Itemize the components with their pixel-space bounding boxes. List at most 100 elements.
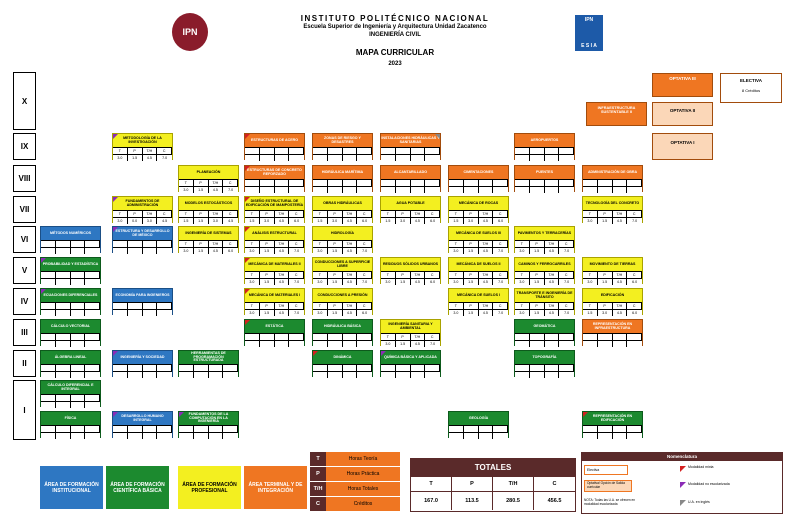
course-name: ANÁLISIS ESTRUCTURAL [252,230,297,235]
course-col-th: T/H [613,426,628,432]
course-col-p: P [128,303,143,309]
course-col-t: T [381,148,396,154]
course-col-c: C [289,303,304,309]
legend-desc: Horas Teoría [326,452,400,466]
course-hours-value: 0.0 [55,309,71,316]
totals-value-t: 167.0 [411,492,452,510]
electiva-label: ELECTIVA [740,78,762,83]
mixed-mode-icon [245,258,250,263]
course-col-p: P [396,180,411,186]
optativa-i-label: OPTATIVA I [670,140,695,145]
course-col-p: P [328,180,343,186]
optativa-ii[interactable]: OPTATIVA II [652,102,713,126]
course-hours-value: 3.0 [179,247,194,254]
area-terminal-label: ÁREA TERMINAL Y DE INTEGRACIÓN [248,481,303,494]
course-col-t: T [381,334,396,340]
course-hours-value: 1.5 [463,278,479,285]
course-card[interactable]: HERRAMIENTAS DE PROGRAMACIÓN ESTRUCTURAD… [178,350,239,378]
course-hours-value: 4.5 [544,340,560,347]
course-hours-value: 3.0 [463,217,479,224]
legend-key: T [310,452,326,466]
course-hours-value: 1.5 [529,278,545,285]
course-col-th: T/H [71,303,86,309]
course-hours-value: 1.5 [113,432,128,439]
infraestructura-sustentable[interactable]: INFRAESTRUCTURA SUSTENTABLE II [586,102,647,126]
course-card[interactable]: FUNDAMENTOS DE LA COMPUTACIÓN EN LA INGE… [178,411,239,439]
optativa-iii[interactable]: OPTATIVA III [652,73,713,97]
course-col-t: T [583,426,598,432]
totals-title: TOTALES [411,459,575,477]
electiva-box[interactable]: ELECTIVA 8 Créditos [720,73,782,103]
course-col-th: T/H [343,365,358,371]
course-col-p: P [598,272,613,278]
course-col-t: T [41,303,56,309]
optativa-i[interactable]: OPTATIVA I [652,133,713,160]
course-card[interactable]: DISEÑO ESTRUCTURAL DE EDIFICACIÓN DE MAM… [244,196,305,224]
mixed-mode-icon [245,227,250,232]
area-institucional-label: ÁREA DE FORMACIÓN INSTITUCIONAL [44,481,99,494]
course-col-c: C [493,272,508,278]
course-col-t: T [245,211,260,217]
